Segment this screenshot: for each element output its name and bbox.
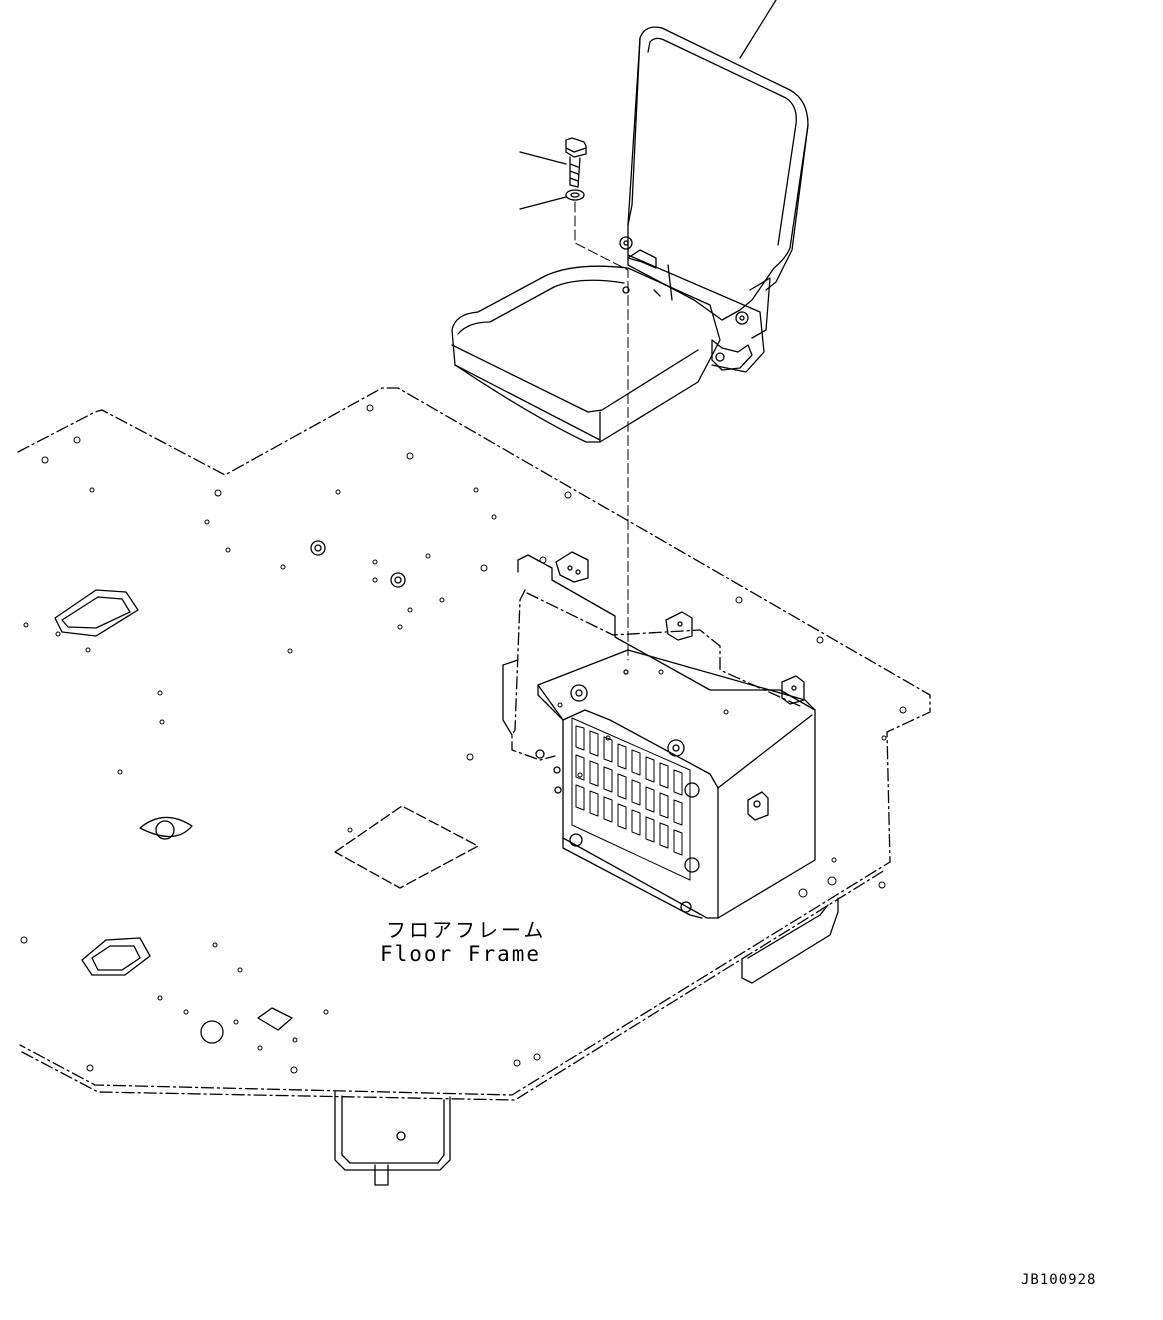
floor-hatch-left bbox=[54, 589, 139, 637]
seat-backrest bbox=[627, 26, 809, 321]
floor-holes bbox=[20, 404, 907, 1074]
leader-line-bolt bbox=[519, 151, 567, 165]
washer bbox=[565, 189, 585, 201]
seat-cushion bbox=[451, 265, 721, 443]
floor-frame bbox=[17, 387, 931, 1186]
seat-mount-box bbox=[502, 551, 816, 919]
bolt bbox=[565, 137, 587, 188]
floor-hatch-center bbox=[334, 805, 479, 889]
floor-channel-right bbox=[741, 897, 839, 984]
leader-line-washer bbox=[519, 196, 567, 210]
floor-frame-label-jp: フロアフレーム bbox=[386, 918, 547, 942]
leader-line-backrest bbox=[739, 0, 777, 59]
install-path bbox=[574, 201, 629, 661]
drawing-number: JB100928 bbox=[1021, 1272, 1097, 1288]
floor-frame-label-en: Floor Frame bbox=[380, 942, 542, 966]
seat-box-grille bbox=[571, 717, 691, 881]
floor-channel-front bbox=[334, 1091, 451, 1171]
operator-seat bbox=[451, 26, 809, 443]
floor-frame-outline bbox=[17, 387, 931, 1096]
